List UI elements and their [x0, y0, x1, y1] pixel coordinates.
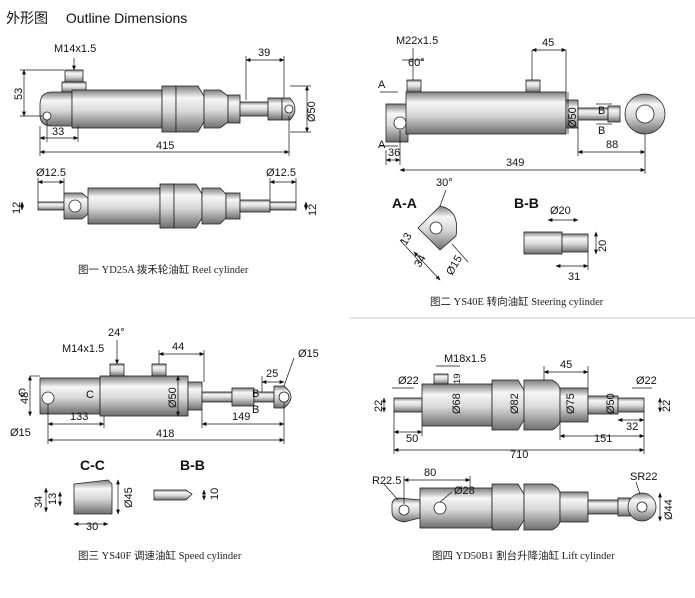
- fig4-dim-80: 80: [424, 467, 436, 479]
- fig4-dim-phi28: Ø28: [454, 485, 475, 497]
- fig3-dim-418: 418: [156, 428, 174, 440]
- fig3-caption: 图三 YS40F 调速油缸 Speed cylinder: [78, 551, 242, 562]
- fig3-speed-cylinder: 24° M14x1.5 44 Ø15 48 C C Ø50 25 B B Ø15…: [10, 327, 319, 533]
- fig3-angle-24: 24°: [108, 327, 125, 339]
- fig2-bb-dim-phi20: Ø20: [550, 205, 571, 217]
- fig2-bb-dim-20: 20: [597, 240, 609, 252]
- fig1-dim-53: 53: [13, 88, 25, 100]
- fig1-dim-12-left: 12: [11, 202, 23, 214]
- fig3-bb-dim-10: 10: [209, 488, 221, 500]
- fig2-section-B-bottom: B: [598, 125, 605, 137]
- fig2-section-aa-title: A-A: [392, 195, 417, 211]
- fig4-dim-r22-5: R22.5: [372, 475, 401, 487]
- fig3-dim-133: 133: [70, 411, 88, 423]
- fig4-dim-phi82: Ø82: [509, 393, 521, 414]
- fig2-dim-36: 36: [388, 147, 400, 159]
- fig2-section-A-top: A: [378, 79, 386, 91]
- fig3-section-cc: C-C 34 13 Ø45 30: [33, 457, 135, 533]
- page-title-en: Outline Dimensions: [65, 10, 188, 26]
- fig2-steering-cylinder: M22x1.5 60° 45 A A B B Ø50 36 349 88 A-A: [378, 35, 666, 283]
- fig2-aa-dim-13: 13: [398, 231, 415, 248]
- fig4-dim-710: 710: [510, 449, 528, 461]
- fig3-cc-dim-phi45: Ø45: [123, 487, 135, 508]
- page-title: 外形图 Outline Dimensions: [6, 8, 187, 28]
- fig3-dim-25: 25: [266, 368, 278, 380]
- fig4-dim-phi44: Ø44: [663, 499, 675, 520]
- fig2-section-aa: A-A 30° 13 34 Ø15: [392, 177, 469, 281]
- fig1-dim-12-right: 12: [307, 204, 319, 216]
- fig2-section-bb: B-B Ø20 20 31: [514, 195, 609, 283]
- fig4-thread-label: M18x1.5: [444, 353, 486, 365]
- fig3-cc-dim-30: 30: [86, 521, 98, 533]
- fig3-dim-phi15-left: Ø15: [10, 427, 31, 439]
- fig2-dim-phi50: Ø50: [567, 107, 579, 128]
- page-title-cn: 外形图: [6, 10, 48, 26]
- fig2-aa-angle-30: 30°: [436, 177, 453, 189]
- fig1-dim-39: 39: [258, 47, 270, 59]
- fig1-thread-label: M14x1.5: [54, 43, 96, 55]
- fig3-thread-label: M14x1.5: [62, 343, 104, 355]
- fig4-side-view: [393, 373, 645, 431]
- fig1-dim-phi12-5-right: Ø12.5: [266, 167, 296, 179]
- fig3-dim-149: 149: [232, 411, 250, 423]
- fig1-caption: 图一 YD25A 拨禾轮油缸 Reel cylinder: [78, 265, 249, 276]
- fig4-dim-151: 151: [594, 433, 612, 445]
- fig4-dim-phi50: Ø50: [605, 393, 617, 414]
- fig2-section-A-bottom: A: [378, 139, 386, 151]
- fig3-dim-48: 48: [19, 392, 31, 404]
- fig1-dim-phi50: Ø50: [306, 101, 318, 122]
- fig2-caption: 图二 YS40E 转向油缸 Steering cylinder: [430, 297, 604, 308]
- fig4-dim-22-left: 22: [373, 400, 385, 412]
- fig4-dim-22-right: 22: [661, 400, 673, 412]
- fig3-cc-dim-13: 13: [47, 493, 59, 505]
- fig3-section-B-bottom: B: [252, 404, 259, 416]
- fig4-caption: 图四 YD50B1 割台升降油缸 Lift cylinder: [432, 551, 615, 562]
- fig2-aa-dim-phi15: Ø15: [444, 253, 465, 277]
- fig4-dim-50: 50: [406, 433, 418, 445]
- fig4-lift-cylinder: M18x1.5 19 45 Ø22 Ø22 Ø68 Ø82 Ø75 Ø50 22…: [372, 353, 675, 531]
- fig3-section-bb-title: B-B: [180, 457, 205, 473]
- fig3-dim-44: 44: [172, 341, 184, 353]
- fig2-bb-dim-31: 31: [568, 271, 580, 283]
- fig1-dim-33: 33: [52, 126, 64, 138]
- fig4-dim-phi22-right: Ø22: [636, 375, 657, 387]
- fig2-angle-60: 60°: [408, 57, 425, 69]
- fig3-section-C-top: C: [18, 387, 26, 399]
- fig4-top-view: [391, 483, 657, 531]
- fig2-dim-88: 88: [606, 139, 618, 151]
- fig4-dim-phi75: Ø75: [565, 393, 577, 414]
- fig1-dim-phi12-5-left: Ø12.5: [36, 167, 66, 179]
- fig2-thread-label: M22x1.5: [396, 35, 438, 47]
- fig2-aa-dim-34: 34: [412, 253, 429, 270]
- fig2-main-view: [385, 79, 666, 143]
- fig3-dim-phi15-top: Ø15: [298, 348, 319, 360]
- fig3-dim-phi50: Ø50: [167, 387, 179, 408]
- fig3-section-B-top: B: [252, 388, 259, 400]
- fig3-section-cc-title: C-C: [80, 457, 105, 473]
- fig3-cc-dim-34: 34: [33, 496, 45, 508]
- fig4-dim-sr22: SR22: [630, 471, 658, 483]
- fig1-top-view: [39, 69, 296, 133]
- fig4-dim-phi68: Ø68: [451, 393, 463, 414]
- fig4-dim-45: 45: [560, 359, 572, 371]
- fig4-dim-phi22-left: Ø22: [398, 375, 419, 387]
- fig3-section-bb: B-B 10: [153, 457, 221, 501]
- fig1-dim-415: 415: [156, 140, 174, 152]
- fig2-dim-349: 349: [506, 157, 524, 169]
- fig4-dim-19: 19: [452, 373, 463, 384]
- fig1-side-view: [37, 183, 297, 229]
- fig2-section-bb-title: B-B: [514, 195, 539, 211]
- fig2-section-B-top: B: [598, 105, 605, 117]
- fig3-section-C-mid: C: [86, 389, 94, 401]
- fig4-dim-32: 32: [626, 421, 638, 433]
- fig1-reel-cylinder: M14x1.5 53 39 33 415 Ø50: [11, 43, 319, 229]
- fig2-dim-45: 45: [542, 37, 554, 49]
